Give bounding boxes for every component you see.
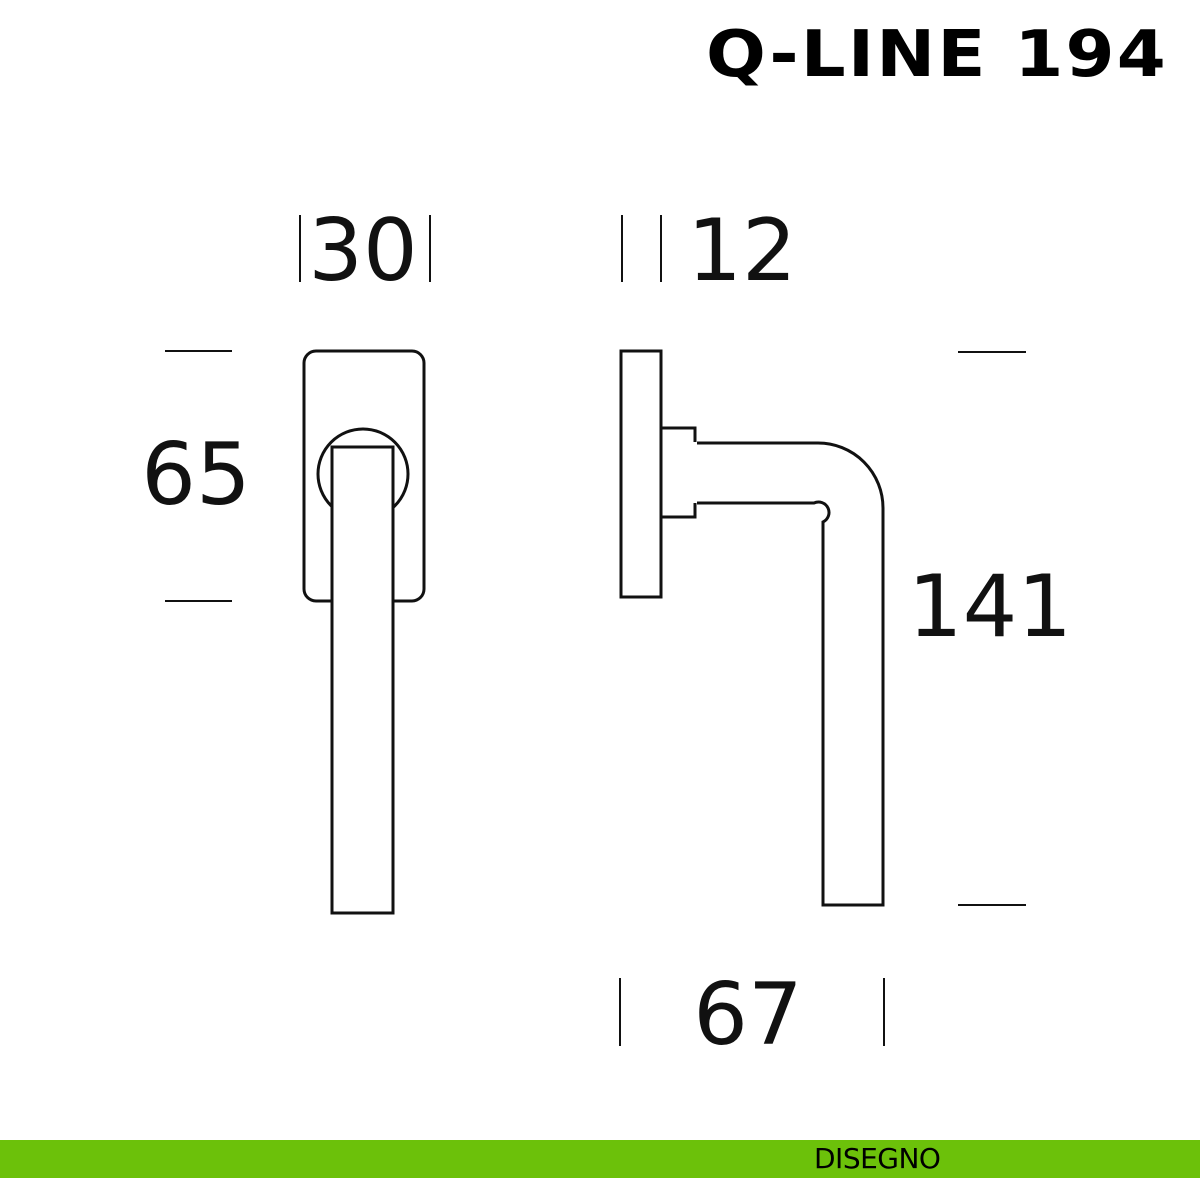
front-view	[302, 349, 426, 915]
dim-projection: 67	[693, 965, 802, 1065]
product-title: Q-LINE 194	[706, 18, 1168, 92]
side-handle-lever	[697, 441, 885, 907]
dim-side-height: 141	[908, 557, 1072, 657]
side-view	[619, 349, 885, 907]
footer-bar: DISEGNO	[0, 1140, 1200, 1178]
side-collar	[661, 426, 697, 519]
dim-plate-height: 65	[141, 425, 250, 525]
dim-rosette-depth: 12	[687, 201, 796, 301]
side-rosette	[619, 349, 663, 599]
front-handle-lever	[330, 445, 395, 915]
dim-front-width: 30	[308, 201, 417, 301]
footer-label: DISEGNO	[814, 1142, 941, 1175]
dimension-ticks	[165, 215, 1026, 1046]
